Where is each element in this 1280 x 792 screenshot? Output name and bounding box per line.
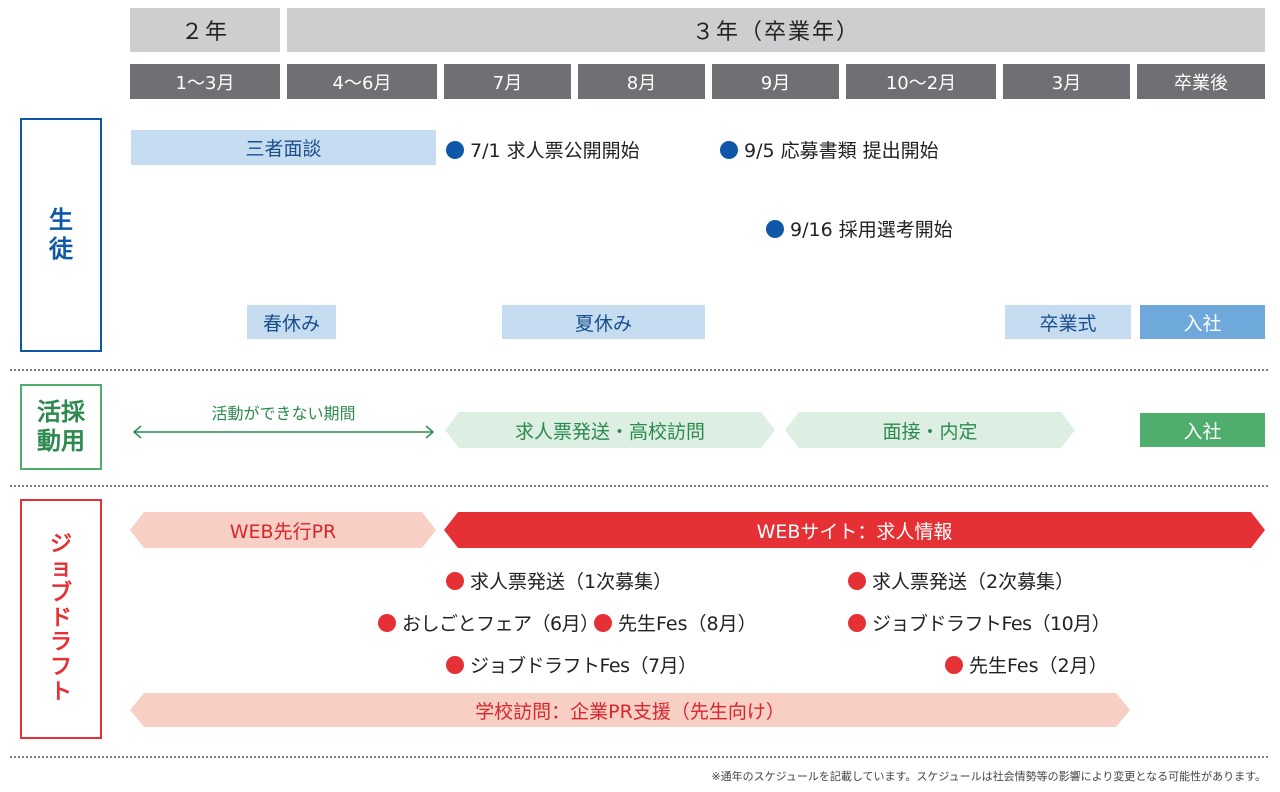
event-marker-icon (446, 571, 464, 590)
event-label: 7/1 求人票公開開始 (470, 140, 640, 162)
spring-break-bar: 春休み (247, 305, 336, 339)
event-teacher-fes-february: 先生Fes（2月） (945, 651, 1108, 678)
month-10-2: 10～2月 (846, 64, 996, 99)
section-label-recruiting: 活採 動用 (20, 384, 102, 470)
event-marker-icon (720, 140, 738, 159)
event-job-posting-second: 求人票発送（2次募集） (848, 567, 1074, 594)
web-site-job-info-bar: WEBサイト：求人情報 (444, 512, 1265, 548)
event-marker-icon (848, 571, 866, 590)
month-1-3: 1～3月 (130, 64, 280, 99)
event-job-fair-june: おしごとフェア（6月） (378, 609, 599, 636)
event-jobdraft-fes-july: ジョブドラフトFes（7月） (446, 651, 697, 678)
event-teacher-fes-august: 先生Fes（8月） (594, 609, 757, 636)
year-3-graduation: ３年（卒業年） (287, 8, 1265, 52)
event-selection-start: 9/16 採用選考開始 (766, 215, 953, 242)
event-marker-icon (446, 140, 464, 159)
graduation-ceremony-bar: 卒業式 (1005, 305, 1131, 339)
event-marker-icon (945, 655, 963, 674)
web-pre-pr-bar: WEB先行PR (130, 512, 436, 548)
no-activity-label: 活動ができない期間 (211, 404, 356, 423)
event-job-posting-first: 求人票発送（1次募集） (446, 567, 672, 594)
month-9: 9月 (712, 64, 839, 99)
no-activity-period: 活動ができない期間 (131, 400, 436, 446)
section-label-students: 生 徒 (20, 118, 102, 352)
event-marker-icon (594, 613, 612, 632)
section-divider (10, 369, 1268, 371)
month-7: 7月 (444, 64, 571, 99)
month-4-6: 4～6月 (287, 64, 437, 99)
event-marker-icon (848, 613, 866, 632)
event-label: おしごとフェア（6月） (402, 613, 599, 635)
join-company-bar-recruiting: 入社 (1140, 413, 1265, 447)
month-8: 8月 (578, 64, 705, 99)
interview-offer-bar: 面接・内定 (785, 412, 1075, 448)
event-marker-icon (766, 219, 784, 238)
school-visit-support-bar: 学校訪問：企業PR支援（先生向け） (130, 693, 1130, 727)
join-company-bar-student: 入社 (1140, 305, 1265, 339)
section-divider (10, 756, 1268, 758)
event-label: ジョブドラフトFes（7月） (470, 655, 697, 677)
event-marker-icon (446, 655, 464, 674)
event-application-start: 9/5 応募書類 提出開始 (720, 136, 939, 163)
event-marker-icon (378, 613, 396, 632)
event-jobdraft-fes-october: ジョブドラフトFes（10月） (848, 609, 1111, 636)
section-label-jobdraft: ジ ョ ブ ド ラ フ ト (20, 499, 102, 739)
double-arrow-icon (132, 425, 435, 439)
event-label: 先生Fes（8月） (618, 613, 757, 635)
event-label: 求人票発送（1次募集） (470, 571, 673, 593)
three-party-meeting-bar: 三者面談 (131, 130, 436, 165)
job-posting-visit-bar: 求人票発送・高校訪問 (445, 412, 775, 448)
footnote: ※通年のスケジュールを記載しています。スケジュールは社会情勢等の影響により変更と… (711, 770, 1266, 783)
month-3: 3月 (1003, 64, 1130, 99)
event-label: 9/16 採用選考開始 (790, 219, 953, 241)
month-after-graduation: 卒業後 (1137, 64, 1265, 99)
summer-break-bar: 夏休み (502, 305, 705, 339)
event-label: 先生Fes（2月） (969, 655, 1108, 677)
event-label: ジョブドラフトFes（10月） (872, 613, 1111, 635)
year-2: ２年 (130, 8, 280, 52)
event-label: 9/5 応募書類 提出開始 (744, 140, 939, 162)
event-job-posting-open: 7/1 求人票公開開始 (446, 136, 640, 163)
event-label: 求人票発送（2次募集） (872, 571, 1075, 593)
section-divider (10, 485, 1268, 487)
